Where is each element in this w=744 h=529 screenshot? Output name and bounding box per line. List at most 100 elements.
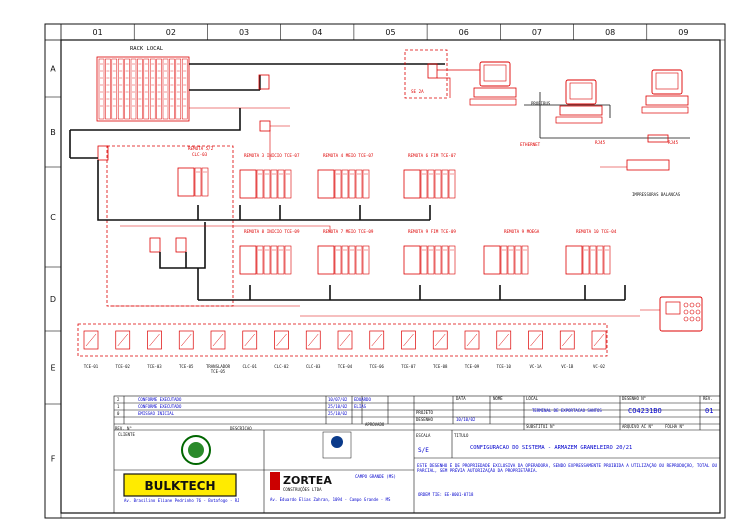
rack-slot: [156, 58, 162, 120]
fieldbus-cables: [69, 108, 626, 301]
arquivo-label: ARQUIVO AC N°: [622, 424, 653, 429]
row-header: F: [51, 455, 56, 464]
rack-slot: [169, 58, 175, 120]
bulktech-logo: [123, 473, 237, 497]
field-device-label: CLC-03: [306, 364, 321, 369]
zortea-mark: [270, 472, 280, 490]
rj45-b: RJ45: [668, 140, 679, 145]
santos-logo: [322, 431, 352, 459]
field-device-label: TCE-08: [433, 364, 448, 369]
escala-label: ESCALA: [416, 433, 431, 438]
row-header: A: [50, 65, 56, 74]
field-device-label: VC-1B: [561, 364, 574, 369]
workstation-pc: [555, 79, 603, 124]
field-device-label: TCE-02: [116, 364, 131, 369]
rack-slot: [130, 58, 137, 120]
client-seal-core: [188, 442, 204, 458]
remote-label: REMOTA 7 MEIO TCE-09: [323, 229, 374, 234]
field-devices-area: [77, 323, 608, 357]
remote-label: REMOTA 8 INICIO TCE-09: [244, 229, 300, 234]
row-header: B: [50, 128, 56, 137]
se-box: [404, 49, 448, 99]
rack-cable: [189, 63, 445, 91]
cliente-label: CLIENTE: [118, 432, 135, 437]
rack-slot: [117, 58, 124, 120]
column-header: 09: [678, 28, 688, 37]
column-header: 02: [166, 28, 176, 37]
local-label: LOCAL: [526, 396, 539, 401]
field-device-label: CLC-01: [243, 364, 258, 369]
rack-local: [96, 56, 190, 122]
rack-slot: [124, 58, 130, 120]
se-device: [427, 63, 438, 79]
hmi-keypad: [683, 302, 701, 322]
svg-text:2: 2: [117, 397, 120, 402]
desenho-n-value: CO4231BO: [628, 407, 662, 415]
remote-label: REMOTA 6 FIM TCE-07: [408, 153, 456, 158]
remote-io-station: REMOTA 9 MOEGA: [483, 229, 540, 275]
svg-text:CONFORME EXECUTADO: CONFORME EXECUTADO: [138, 397, 182, 402]
field-device-label: VC-02: [593, 364, 606, 369]
column-header: 04: [312, 28, 322, 37]
rack-slot: [98, 58, 105, 120]
aprovado-label: APROVADO: [365, 422, 385, 427]
rack-slot: [137, 58, 143, 120]
column-header: 05: [385, 28, 395, 37]
field-device-label: VC-1A: [529, 364, 542, 369]
hmi-panel: [659, 296, 703, 332]
ethernet-bus: [524, 92, 690, 139]
bulktech-address: Av. Brasilino Eliane Pedrinho 76 - Botaf…: [124, 498, 240, 503]
field-device-label: TCE-07: [401, 364, 416, 369]
field-device: CLC-02: [274, 330, 289, 369]
field-device: TCE-09: [464, 330, 480, 369]
field-device: TCE-03: [147, 330, 162, 369]
field-device: TCE-04: [337, 330, 353, 369]
remote-io-station: REMOTA 3 INICIO TCE-07: [239, 153, 300, 199]
converter-d: [149, 237, 161, 253]
row-header: C: [50, 213, 56, 222]
bulktech-text: BULKTECH: [144, 479, 215, 493]
projeto-label: PROJETO: [416, 410, 433, 415]
rack-slot: [162, 58, 169, 120]
rack-slot: [181, 58, 188, 120]
remote-io-station: REMOTA 8 INICIO TCE-09: [239, 229, 300, 275]
remote-io-station: REMOTA 4 MEIO TCE-07: [317, 153, 374, 199]
rj45-a: RJ45: [595, 140, 606, 145]
field-device: TCE-02: [115, 330, 131, 369]
rack-slot: [175, 58, 182, 120]
field-device-label: TCE-04: [338, 364, 353, 369]
rack-slot: [105, 58, 111, 120]
field-device: TCE-05: [178, 330, 194, 369]
title-block: [113, 395, 721, 514]
converter-b: [259, 120, 271, 132]
field-device: TCE-06: [369, 330, 385, 369]
svg-text:CONFORME EXECUTADO: CONFORME EXECUTADO: [138, 404, 182, 409]
remote-io-station: REMOTA 7 MEIO TCE-09: [317, 229, 374, 275]
printer-box: [626, 159, 670, 171]
rack-slots: [98, 58, 188, 120]
se-links: [437, 69, 480, 98]
desc-label: DESCRICAO: [230, 426, 252, 431]
remote-io-station: REMOTA 9 FIM TCE-09: [403, 229, 456, 275]
profibus-label: PROFIBUS: [531, 101, 551, 106]
field-device-label: TCE-09: [465, 364, 480, 369]
row-header: D: [50, 295, 56, 304]
converter-e: [175, 237, 187, 253]
workstations: [469, 61, 689, 124]
rev-n-label: REV.: [703, 396, 713, 401]
campo-grande: CAMPO GRANDE (MS): [355, 474, 396, 479]
ethernet-label: ETHERNET: [520, 142, 541, 147]
field-device: VC-1A: [528, 330, 543, 369]
nome-label: NOME: [493, 396, 503, 401]
field-device: CLC-01: [242, 330, 258, 369]
disclaimer: ESTE DESENHO É DE PROPRIEDADE EXCLUSIVA …: [417, 463, 717, 473]
